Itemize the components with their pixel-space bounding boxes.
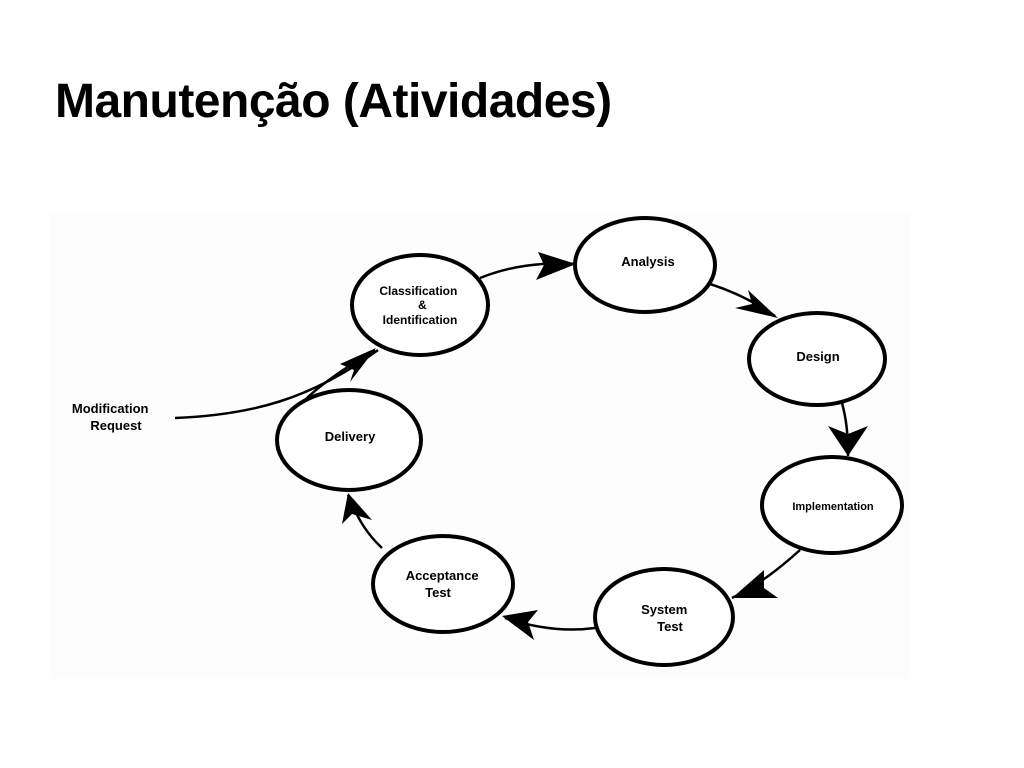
node-classification-identification [350,253,490,357]
arrowhead-to-implementation [828,426,868,456]
node-analysis-label: Analysis [621,254,674,269]
node-design-label: Design [796,349,839,364]
arrowhead-to-acceptance-test [502,610,538,640]
arrowhead-to-design [735,290,778,318]
node-system-test [593,567,735,667]
node-implementation-label: Implementation [792,501,874,513]
node-delivery [275,388,423,492]
node-acceptance-test [371,534,515,634]
node-analysis [573,216,717,314]
arrowhead-to-system-test [732,570,778,598]
arrowhead-to-delivery [342,493,372,524]
node-system-test-label: System Test [641,602,691,634]
arrowhead-to-classification-from-request [340,348,376,382]
arrowhead-to-analysis [536,252,576,280]
modification-request-label: Modification Request [72,401,152,433]
node-design [747,311,887,407]
node-classification-label: Classification & Identification [379,284,460,327]
node-implementation [760,455,904,555]
node-delivery-label: Delivery [325,429,376,444]
node-acceptance-test-label: Acceptance Test [406,568,483,600]
slide-title: Manutenção (Atividades) [55,75,612,128]
